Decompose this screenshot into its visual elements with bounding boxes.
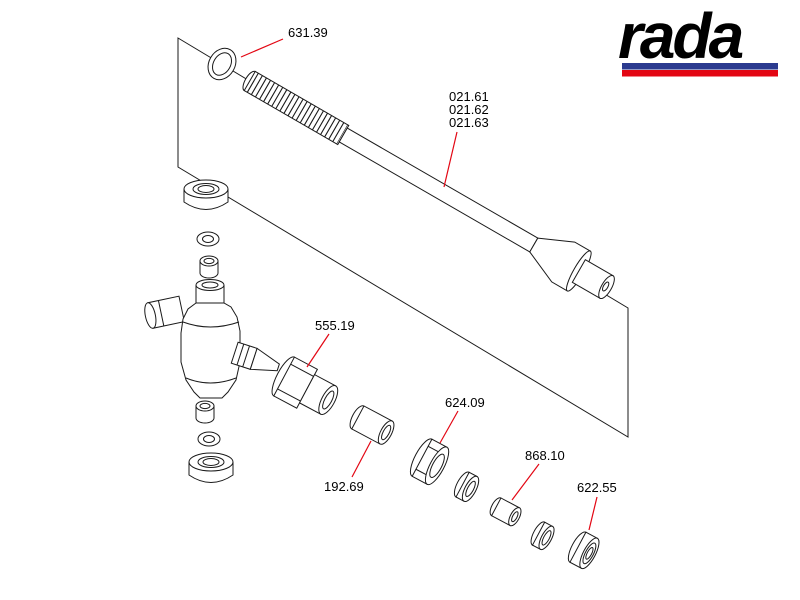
o-ring-drawing [207, 47, 237, 81]
valve-assembly-drawing [144, 179, 280, 483]
top-cap-nut-drawing [183, 179, 229, 210]
label-spacer: 868.10 [525, 448, 565, 463]
fittings-chain-drawing [271, 356, 600, 570]
washer-b-drawing [530, 521, 555, 551]
hose-outlet-hole [602, 281, 610, 292]
nut-624-drawing [409, 438, 450, 486]
hose-tube [338, 127, 539, 253]
label-hose-2: 021.62 [449, 102, 489, 117]
leader-hose [443, 131, 458, 188]
valve-neck-drawing [195, 279, 225, 304]
label-adapter: 555.19 [315, 318, 355, 333]
leader-nut [439, 410, 459, 444]
leader-spacer [511, 463, 540, 501]
hose-drawing [242, 70, 615, 300]
o-ring-inner [212, 52, 232, 76]
label-hose-1: 021.61 [449, 89, 489, 104]
bottom-cap-nut-drawing [188, 452, 234, 483]
lower-washer-drawing [197, 431, 221, 447]
flange-622-drawing [567, 531, 600, 570]
leader-oring [240, 38, 284, 58]
upper-washer-drawing [196, 231, 220, 247]
label-nut: 624.09 [445, 395, 485, 410]
frame-outline [177, 37, 629, 438]
lower-sleeve-drawing [195, 400, 215, 424]
label-hose-3: 021.63 [449, 115, 489, 130]
right-cone-port-drawing [230, 341, 280, 372]
leader-flange [588, 496, 598, 531]
spacer-868-drawing [489, 497, 522, 527]
valve-body-drawing [180, 302, 241, 399]
hose-outlet-face [598, 274, 615, 300]
rada-logo-text: rada [618, 0, 743, 72]
washer-a-drawing [453, 471, 480, 503]
logo-bar-blue [622, 63, 778, 70]
rada-logo: rada [618, 0, 778, 77]
logo-bar-red [622, 70, 778, 77]
leader-adapter [306, 333, 330, 368]
label-oring: 631.39 [288, 25, 328, 40]
part-labels: 631.39 021.61 021.62 021.63 555.19 192.6… [288, 25, 617, 495]
leader-lines [240, 38, 598, 531]
left-port-drawing [144, 295, 185, 329]
upper-sleeve-drawing [199, 255, 219, 279]
sleeve-192-drawing [349, 405, 395, 445]
adapter-555-drawing [271, 356, 339, 415]
hose-corrugation-bg [244, 71, 349, 145]
isometric-frame [177, 37, 629, 438]
hose-corrugations [246, 72, 348, 145]
label-flange: 622.55 [577, 480, 617, 495]
o-ring-outer [207, 47, 237, 81]
label-sleeve: 192.69 [324, 479, 364, 494]
leader-sleeve [351, 440, 372, 478]
